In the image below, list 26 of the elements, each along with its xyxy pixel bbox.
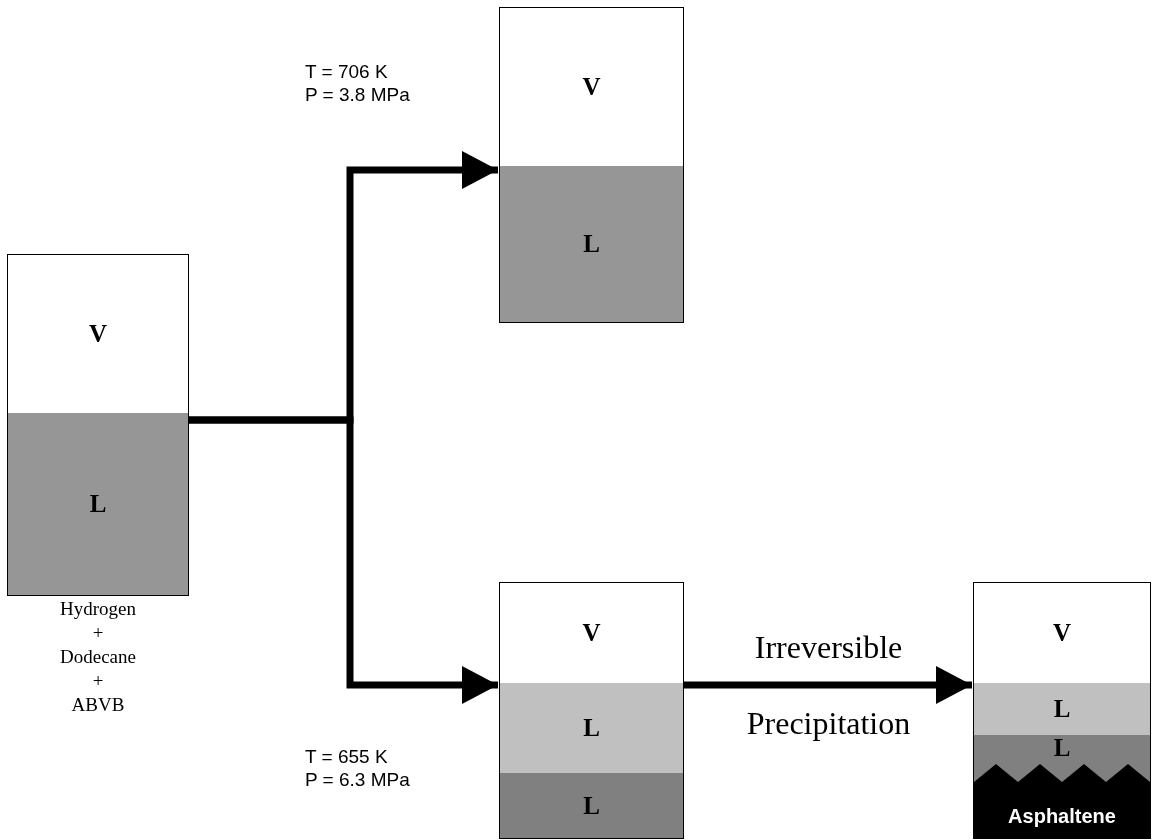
layer-label: Asphaltene <box>1008 805 1116 828</box>
phase-label: L <box>583 230 600 258</box>
condition-label: T = 655 K <box>305 745 388 768</box>
phase-layer <box>8 413 188 595</box>
phase-label: V <box>582 619 601 647</box>
phase-layer <box>500 683 683 773</box>
asphaltene-layer <box>974 760 1150 838</box>
condition-label: T = 706 K <box>305 60 388 83</box>
phase-layer <box>500 166 683 322</box>
phase-label: L <box>1053 695 1071 723</box>
phase-label: L <box>583 791 600 820</box>
condition-label: P = 6.3 MPa <box>305 768 410 791</box>
phase-label: V <box>582 73 601 101</box>
phase-label: V <box>1052 619 1072 647</box>
phase-label: L <box>89 490 107 518</box>
arrow <box>189 416 498 704</box>
mixture-caption: Hydrogen + Dodecane + ABVB <box>59 597 137 717</box>
phase-label: L <box>583 714 600 742</box>
edge-label: Irreversible Precipitation <box>746 628 911 743</box>
phase-layer <box>974 683 1150 735</box>
arrow <box>684 666 972 704</box>
phase-label: V <box>88 320 108 348</box>
phase-layer <box>500 773 683 838</box>
phase-layer <box>974 735 1150 760</box>
condition-label: P = 3.8 MPa <box>305 83 410 106</box>
phase-label: L <box>1053 733 1071 762</box>
